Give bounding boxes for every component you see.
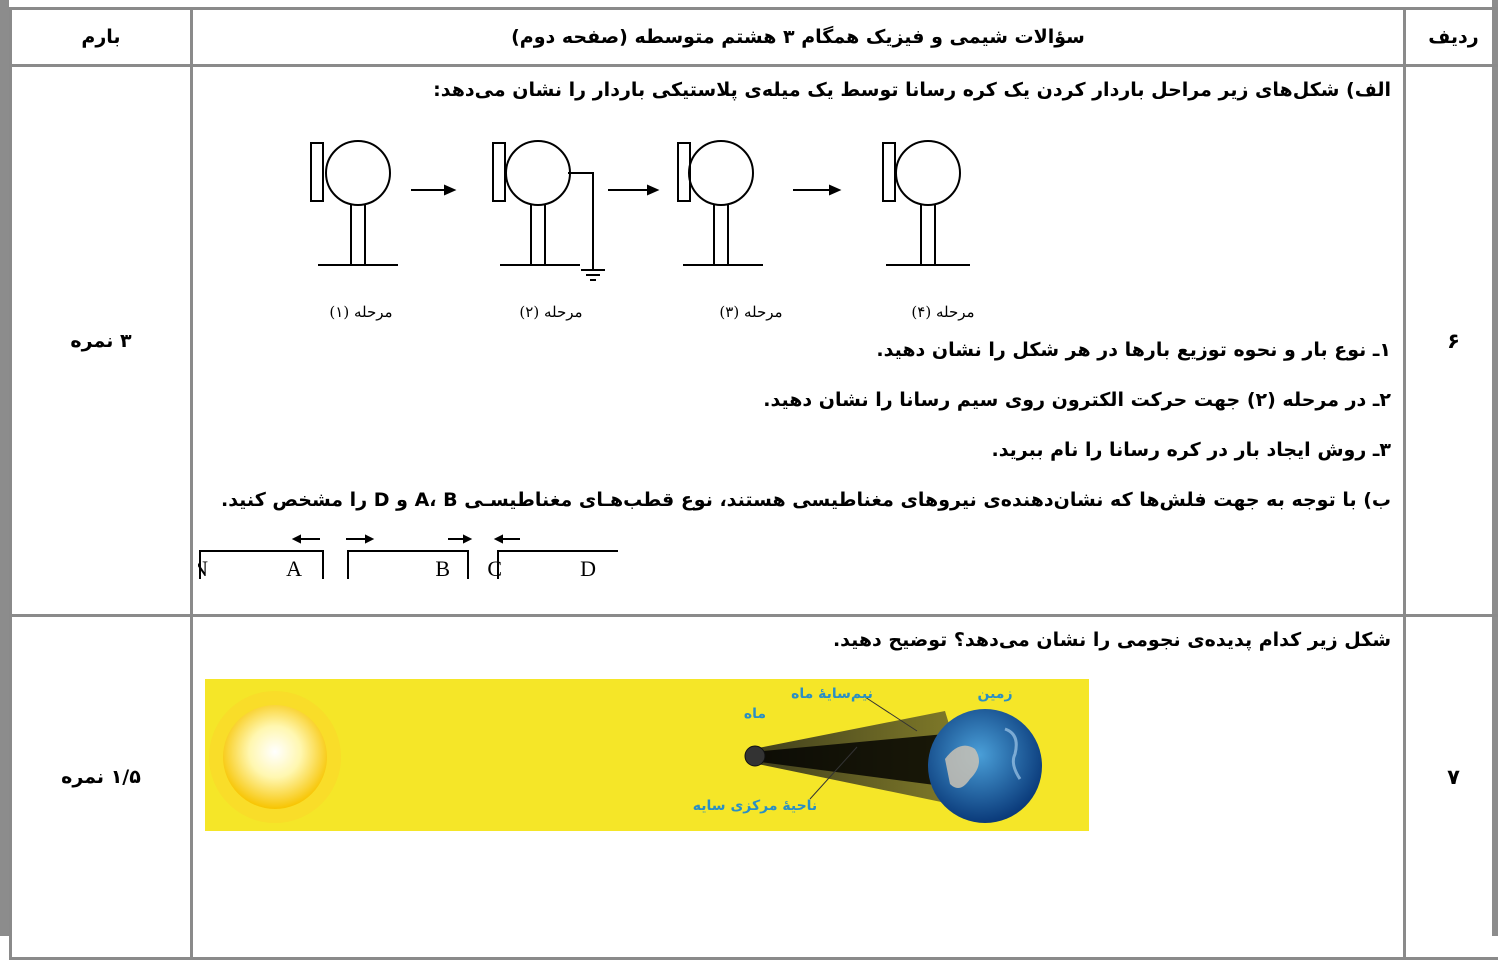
stage-label: مرحله (۳) [719, 303, 782, 321]
left-border [0, 0, 9, 936]
pole-label: A [286, 556, 302, 581]
magnets-figure: N A B C D [198, 529, 628, 584]
question-row-7: ۷ شکل زیر کدام پدیده‌ی نجومی را نشان می‌… [11, 616, 1498, 959]
header-row: ردیف سؤالات شیمی و فیزیک همگام ۳ هشتم مت… [11, 9, 1498, 66]
exam-table: ردیف سؤالات شیمی و فیزیک همگام ۳ هشتم مت… [9, 7, 1498, 960]
sphere [506, 141, 570, 205]
stage-label: مرحله (۲) [519, 303, 582, 321]
score-header: بارم [11, 9, 192, 66]
question-content: الف) شکل‌های زیر مراحل باردار کردن یک کر… [192, 66, 1405, 616]
exam-page: ردیف سؤالات شیمی و فیزیک همگام ۳ هشتم مت… [0, 0, 1498, 936]
item-2: ۲ـ در مرحله (۲) جهت حرکت الکترون روی سیم… [763, 389, 1391, 411]
pole-label: D [580, 556, 596, 581]
plastic-rod [883, 143, 895, 201]
sphere [689, 141, 753, 205]
plastic-rod [311, 143, 323, 201]
pole-label: N [198, 556, 208, 581]
charging-stages-figure: مرحله (۴) مرحله (۳) مرحله (۲) مرحله (۱) [303, 135, 1003, 335]
earth-label: زمین [977, 686, 1012, 702]
moon-label: ماه [744, 706, 766, 722]
penumbra-label: نیم‌سایهٔ ماه [791, 686, 873, 702]
stage-label: مرحله (۱) [329, 303, 392, 321]
magnet-left [200, 551, 323, 579]
question-number: ۶ [1405, 66, 1498, 616]
row-header: ردیف [1405, 9, 1498, 66]
eclipse-figure: زمین نیم‌سایهٔ ماه ماه ناحیهٔ مرکزی سایه [205, 679, 1089, 831]
question-number: ۷ [1405, 616, 1498, 959]
earth-icon [928, 709, 1042, 823]
question-score: ۱/۵ نمره [11, 616, 192, 959]
sphere [326, 141, 390, 205]
magnet-middle [348, 551, 468, 579]
item-1: ۱ـ نوع بار و نحوه توزیع بارها در هر شکل … [876, 339, 1391, 361]
pole-label: B [435, 556, 450, 581]
sphere [896, 141, 960, 205]
question-row-6: ۶ الف) شکل‌های زیر مراحل باردار کردن یک … [11, 66, 1498, 616]
question-text: شکل زیر کدام پدیده‌ی نجومی را نشان می‌ده… [833, 629, 1391, 651]
moon-icon [745, 746, 765, 766]
plastic-rod [493, 143, 505, 201]
ground-wire [568, 173, 593, 270]
part-b-text: ب) با توجه به جهت فلش‌ها که نشان‌دهنده‌ی… [201, 479, 1391, 522]
sun-icon [209, 691, 341, 823]
umbra-label: ناحیهٔ مرکزی سایه [693, 798, 817, 814]
item-3: ۳ـ روش ایجاد بار در کره رسانا را نام ببر… [991, 439, 1391, 461]
stage-label: مرحله (۴) [911, 303, 974, 321]
question-content: شکل زیر کدام پدیده‌ی نجومی را نشان می‌ده… [192, 616, 1405, 959]
pole-label: C [487, 556, 502, 581]
question-score: ۳ نمره [11, 66, 192, 616]
title-header: سؤالات شیمی و فیزیک همگام ۳ هشتم متوسطه … [192, 9, 1405, 66]
part-a-text: الف) شکل‌های زیر مراحل باردار کردن یک کر… [433, 79, 1391, 101]
